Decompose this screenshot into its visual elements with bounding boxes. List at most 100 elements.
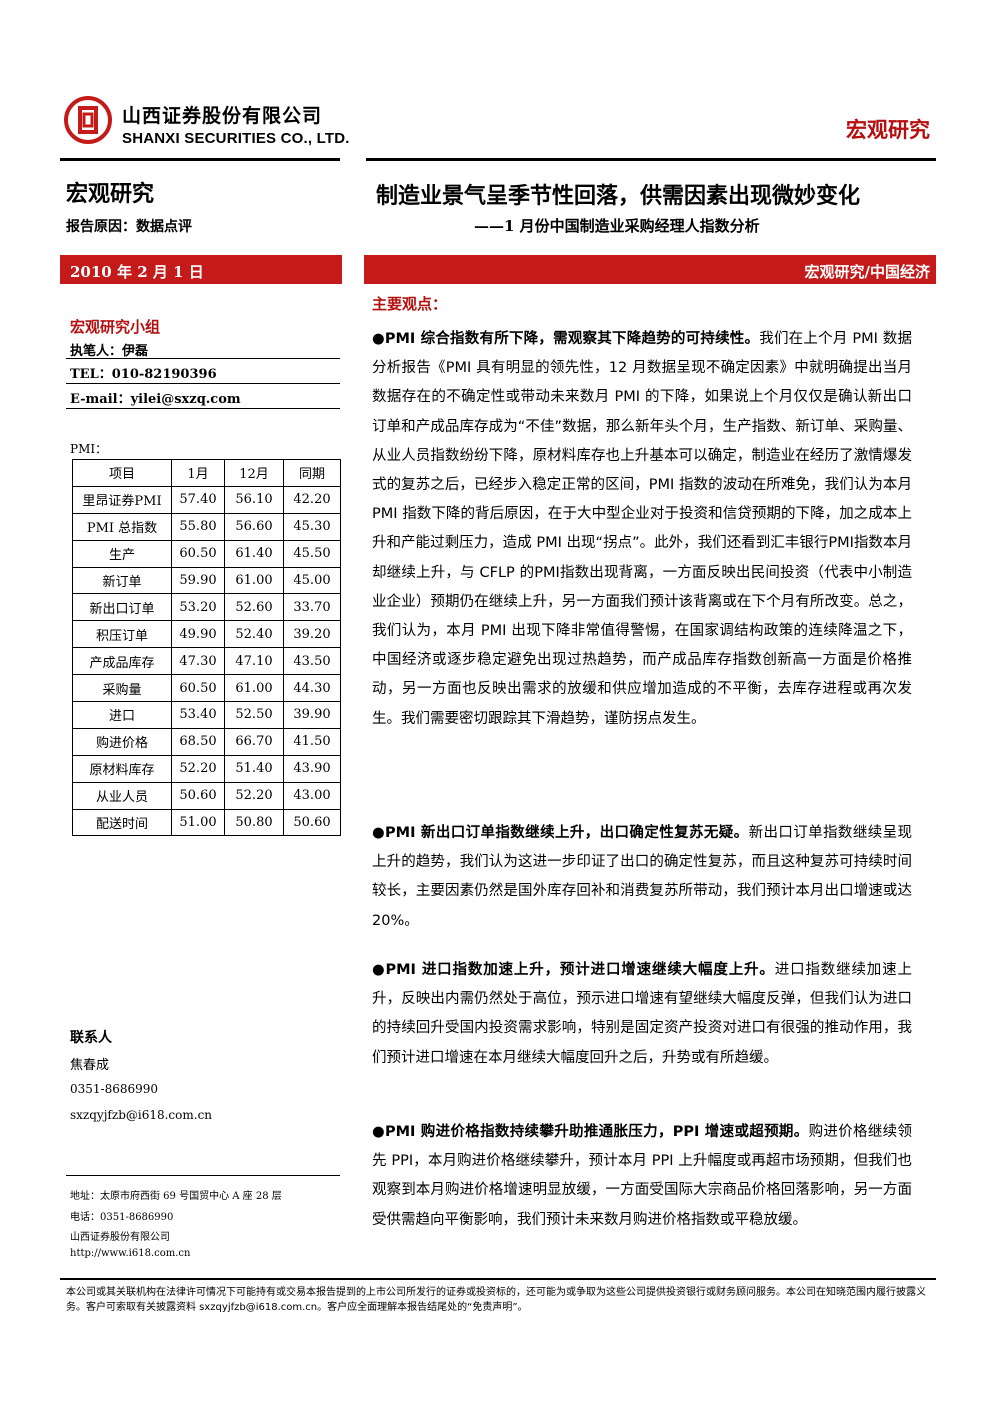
company-name-cn: 山西证券股份有限公司 — [122, 105, 323, 127]
key-point-body: 进口指数继续加速上升，反映出内需仍然处于高位，预示进口增速有望继续大幅度反弹，但… — [372, 962, 912, 1066]
table-cell: 59.90 — [171, 566, 225, 595]
table-cell: 39.90 — [283, 701, 341, 729]
table-cell: 51.40 — [224, 754, 284, 783]
table-cell: 68.50 — [171, 727, 225, 756]
table-row-label: 新出口订单 — [72, 593, 172, 622]
table-cell: 43.90 — [283, 754, 341, 783]
date-bar — [60, 255, 342, 284]
table-row-label: 进口 — [72, 701, 172, 729]
section-label: 宏观研究/中国经济 — [804, 263, 930, 281]
company-website-link[interactable]: http://www.i618.com.cn — [70, 1248, 191, 1259]
author: 执笔人：伊磊 — [70, 344, 149, 359]
table-row-label: 积压订单 — [72, 620, 172, 649]
table-cell: 49.90 — [171, 620, 225, 649]
table-cell: 45.30 — [283, 512, 341, 541]
table-cell: 44.30 — [283, 674, 341, 703]
table-header-row: 项目 1月 12月 同期 — [72, 459, 341, 487]
header-category-tag: 宏观研究 — [846, 117, 930, 142]
contact-title: 联系人 — [70, 1030, 112, 1046]
divider — [66, 408, 340, 409]
table-cell: 53.20 — [171, 593, 225, 622]
report-date: 2010 年 2 月 1 日 — [70, 263, 204, 281]
table-cell: 47.30 — [171, 647, 225, 676]
table-row-label: 配送时间 — [72, 808, 172, 837]
company-logo-icon — [64, 96, 112, 144]
author-email: E-mail：yilei@sxzq.com — [70, 392, 241, 407]
table-cell: 47.10 — [224, 647, 284, 676]
section-bar — [364, 255, 936, 284]
table-cell: 52.20 — [224, 781, 284, 810]
company-address: 地址：太原市府西街 69 号国贸中心 A 座 28 层 — [70, 1191, 282, 1202]
pmi-table-label: PMI： — [70, 442, 108, 456]
key-point-lead: ●PMI 进口指数加速上升，预计进口增速继续大幅度上升。 — [372, 962, 775, 978]
table-cell: 43.00 — [283, 781, 341, 810]
table-cell: 60.50 — [171, 539, 225, 568]
report-subtitle: ——1 月份中国制造业采购经理人指数分析 — [474, 217, 760, 235]
key-point-2: ●PMI 新出口订单指数继续上升，出口确定性复苏无疑。新出口订单指数继续呈现上升… — [372, 819, 912, 936]
table-cell: 52.40 — [224, 620, 284, 649]
contact-email: sxzqyjfzb@i618.com.cn — [70, 1108, 213, 1122]
table-row-label: 购进价格 — [72, 727, 172, 756]
table-cell: 41.50 — [283, 727, 341, 756]
key-point-lead: ●PMI 新出口订单指数继续上升，出口确定性复苏无疑。 — [372, 825, 749, 841]
table-cell: 60.50 — [171, 674, 225, 703]
contact-name: 焦春成 — [70, 1058, 110, 1073]
divider — [66, 358, 340, 359]
table-row-label: PMI 总指数 — [72, 512, 172, 541]
table-cell: 39.20 — [283, 620, 341, 649]
table-header-cell: 项目 — [72, 459, 172, 487]
table-cell: 50.80 — [224, 808, 284, 837]
table-row-label: 里昂证券PMI — [72, 485, 172, 514]
table-header-cell: 同期 — [283, 459, 341, 487]
table-cell: 61.40 — [224, 539, 284, 568]
table-cell: 45.50 — [283, 539, 341, 568]
table-cell: 51.00 — [171, 808, 225, 837]
table-row-label: 原材料库存 — [72, 754, 172, 783]
table-cell: 50.60 — [171, 781, 225, 810]
table-cell: 45.00 — [283, 566, 341, 595]
company-name-en: SHANXI SECURITIES CO., LTD. — [122, 130, 350, 147]
table-cell: 33.70 — [283, 593, 341, 622]
table-row-label: 从业人员 — [72, 781, 172, 810]
contact-phone: 0351-8686990 — [70, 1082, 159, 1096]
table-cell: 66.70 — [224, 727, 284, 756]
table-cell: 55.80 — [171, 512, 225, 541]
footer-rule — [60, 1278, 936, 1280]
table-cell: 53.40 — [171, 701, 225, 729]
company-name-footer: 山西证券股份有限公司 — [70, 1232, 170, 1243]
key-point-body: 我们在上个月 PMI 数据分析报告《PMI 具有明显的领先性，12 月数据呈现不… — [372, 331, 912, 727]
table-cell: 57.40 — [171, 485, 225, 514]
table-cell: 61.00 — [224, 566, 284, 595]
table-cell: 43.50 — [283, 647, 341, 676]
table-row-label: 产成品库存 — [72, 647, 172, 676]
table-header-cell: 12月 — [224, 459, 284, 487]
table-cell: 52.50 — [224, 701, 284, 729]
table-cell: 42.20 — [283, 485, 341, 514]
key-point-body: 新出口订单指数继续呈现上升的趋势，我们认为这进一步印证了出口的确定性复苏，而且这… — [372, 825, 913, 929]
header-rule-left — [60, 158, 340, 161]
key-point-4: ●PMI 购进价格指数持续攀升助推通胀压力，PPI 增速或超预期。购进价格继续领… — [372, 1118, 912, 1235]
report-reason: 报告原因：数据点评 — [66, 219, 192, 235]
key-points-title: 主要观点： — [372, 295, 448, 313]
table-cell: 52.60 — [224, 593, 284, 622]
table-cell: 61.00 — [224, 674, 284, 703]
report-title: 制造业景气呈季节性回落，供需因素出现微妙变化 — [376, 183, 861, 209]
team-name: 宏观研究小组 — [70, 318, 161, 336]
table-cell: 56.10 — [224, 485, 284, 514]
author-tel: TEL：010-82190396 — [70, 367, 217, 382]
table-row-label: 采购量 — [72, 674, 172, 703]
key-point-3: ●PMI 进口指数加速上升，预计进口增速继续大幅度上升。进口指数继续加速上升，反… — [372, 956, 912, 1073]
left-column-title: 宏观研究 — [66, 181, 155, 207]
table-row-label: 新订单 — [72, 566, 172, 595]
